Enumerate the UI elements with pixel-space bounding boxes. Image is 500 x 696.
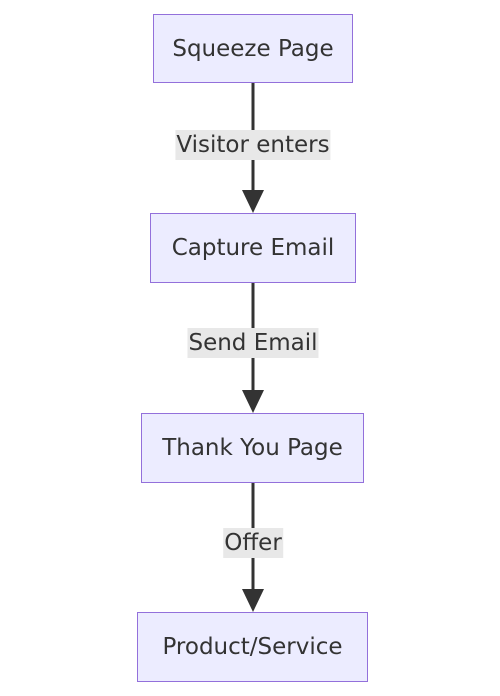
- arrowhead-icon: [242, 190, 264, 213]
- edge-label-offer: Offer: [223, 528, 283, 558]
- node-capture-email: Capture Email: [150, 213, 356, 283]
- node-thank-you-page: Thank You Page: [141, 413, 364, 483]
- node-label: Capture Email: [171, 235, 335, 261]
- node-squeeze-page: Squeeze Page: [153, 14, 353, 83]
- edge-label-send-email: Send Email: [187, 328, 319, 358]
- edge-label-visitor-enters: Visitor enters: [175, 130, 331, 160]
- node-label: Thank You Page: [162, 435, 343, 461]
- arrowhead-icon: [242, 589, 264, 612]
- node-label: Product/Service: [162, 634, 343, 660]
- arrowhead-icon: [242, 390, 264, 413]
- node-product-service: Product/Service: [137, 612, 368, 682]
- node-label: Squeeze Page: [172, 35, 334, 62]
